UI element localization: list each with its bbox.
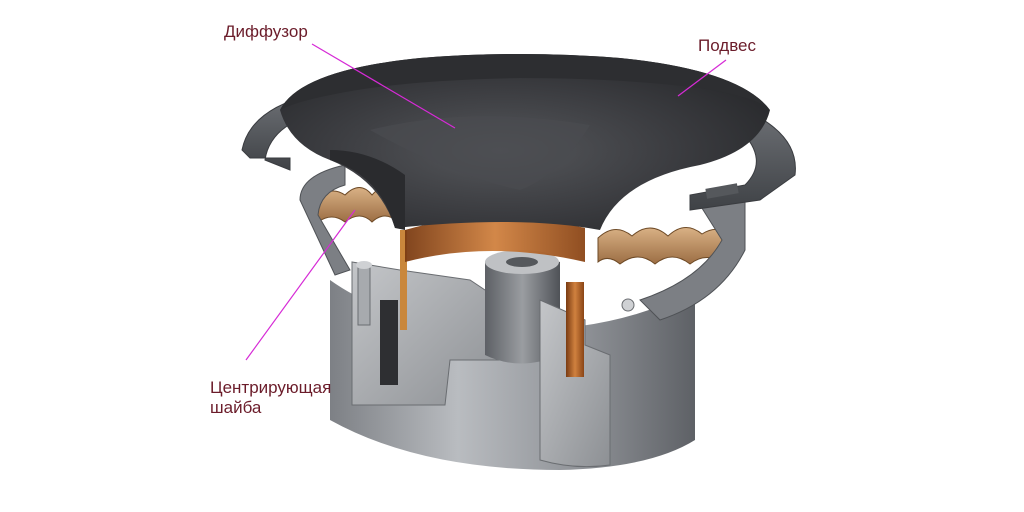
cone-inner-left: [330, 150, 405, 230]
motor-assembly: [330, 216, 695, 470]
bolt-head: [356, 261, 372, 269]
label-centering-washer: Центрирующая шайба: [210, 378, 331, 418]
dust-cap-shade: [370, 116, 590, 190]
basket-right: [639, 194, 746, 321]
basket-left: [299, 164, 351, 276]
mount-bolt: [357, 264, 371, 326]
leader-lines: [245, 43, 727, 361]
label-podves: Подвес: [698, 36, 757, 55]
voice-coil-left: [400, 230, 407, 330]
coil-former: [405, 216, 585, 262]
voice-coil-right: [566, 282, 584, 377]
leader-line-podves: [677, 59, 727, 97]
label-diffuzor: Диффузор: [224, 22, 308, 41]
leader-line-shaiba: [245, 209, 356, 361]
left-gap: [380, 300, 398, 385]
surround: [280, 54, 770, 110]
pole-vent: [506, 257, 538, 267]
spider-right: [597, 227, 726, 265]
basket: [299, 164, 746, 321]
rim-ring-right: [689, 109, 796, 211]
brand-plate: [705, 183, 739, 199]
leader-line-diffuzor: [311, 43, 456, 129]
cone-assembly: [241, 54, 796, 230]
label-centering-line1: Центрирующая: [210, 378, 332, 397]
rivet: [621, 298, 635, 312]
cut-face-right: [539, 299, 611, 468]
label-centering-line2: шайба: [210, 398, 262, 417]
